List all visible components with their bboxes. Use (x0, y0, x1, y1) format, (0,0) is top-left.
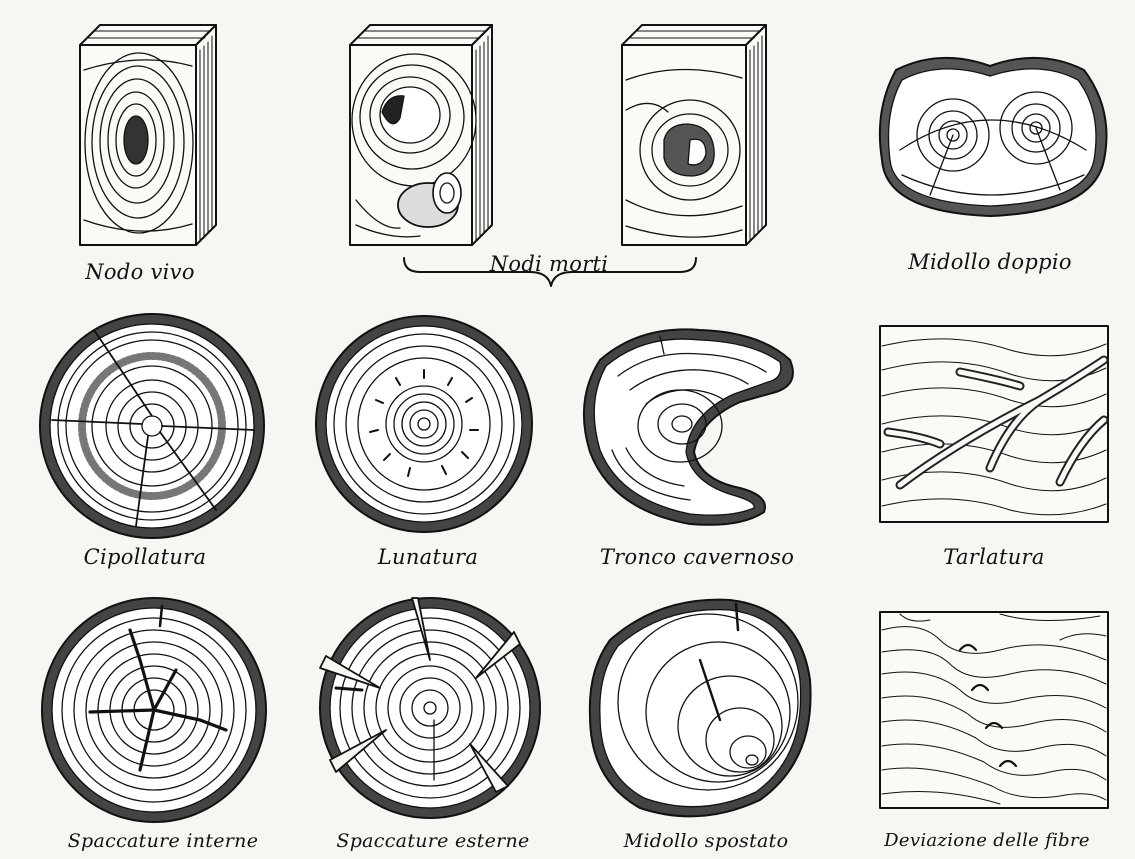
caption-deviazione-fibre: Deviazione delle fibre (884, 830, 1090, 851)
caption-nodi-morti: Nodi morti (490, 252, 609, 276)
spaccature-esterne-section (320, 598, 540, 818)
caption-tronco-cavernoso: Tronco cavernoso (600, 545, 794, 569)
caption-tarlatura: Tarlatura (943, 545, 1044, 569)
nodo-morto-block-1 (350, 25, 492, 245)
spaccature-interne-section (42, 598, 266, 822)
caption-spaccature-esterne: Spaccature esterne (336, 830, 529, 852)
caption-midollo-doppio: Midollo doppio (908, 250, 1072, 274)
lunatura-section (316, 316, 532, 532)
tronco-cavernoso-section (584, 329, 793, 524)
cipollatura-section (40, 314, 264, 538)
caption-cipollatura: Cipollatura (84, 545, 207, 569)
deviazione-fibre-panel (880, 612, 1108, 808)
nodo-morto-block-2 (622, 25, 766, 245)
caption-nodo-vivo: Nodo vivo (85, 260, 195, 284)
tarlatura-panel (880, 326, 1108, 522)
caption-lunatura: Lunatura (378, 545, 478, 569)
midollo-spostato-section (590, 600, 811, 817)
caption-midollo-spostato: Midollo spostato (624, 830, 789, 852)
nodo-vivo-block (80, 25, 216, 245)
caption-spaccature-interne: Spaccature interne (68, 830, 259, 852)
midollo-doppio-section (880, 58, 1107, 216)
